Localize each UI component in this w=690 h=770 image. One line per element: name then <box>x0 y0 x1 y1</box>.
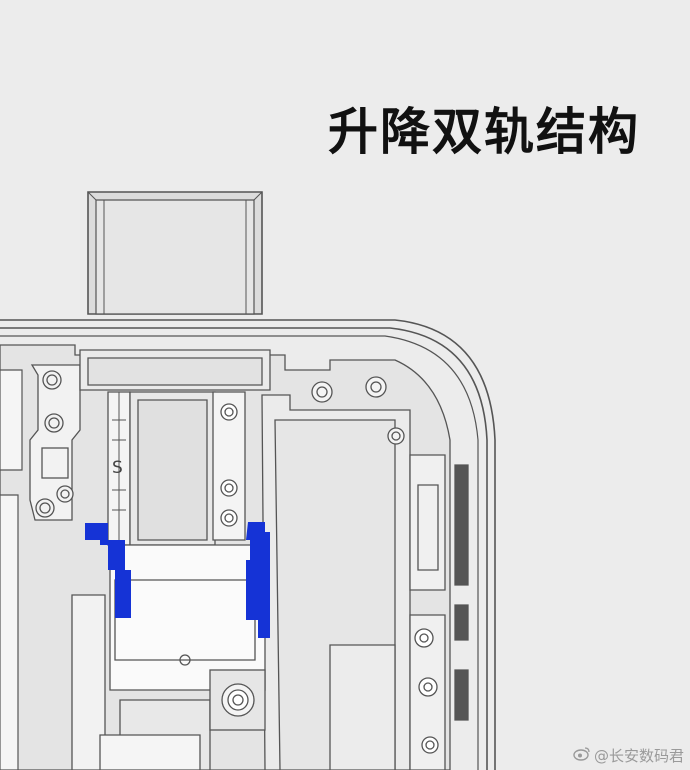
weibo-icon <box>573 746 591 765</box>
rail-highlights <box>85 522 270 638</box>
right-plate <box>261 376 411 770</box>
left-bracket <box>29 364 81 521</box>
camera-housing <box>79 349 271 391</box>
camera-module <box>87 191 263 315</box>
lower-screw <box>209 669 266 731</box>
phone-frame <box>0 319 496 770</box>
lens-block <box>129 391 216 546</box>
right-rail-highlight <box>246 522 270 638</box>
right-rail <box>212 391 246 541</box>
watermark-text: @长安数码君 <box>593 747 684 765</box>
left-rail <box>107 391 131 546</box>
left-rail-highlight <box>85 523 131 618</box>
side-keys <box>409 454 469 770</box>
watermark: @长安数码君 <box>573 745 684 766</box>
rail-label: S <box>112 458 123 478</box>
diagram-title: 升降双轨结构 <box>328 103 640 161</box>
left-edge-parts <box>0 369 23 770</box>
lower-left-parts <box>71 594 211 770</box>
camera-carrier <box>109 544 266 691</box>
